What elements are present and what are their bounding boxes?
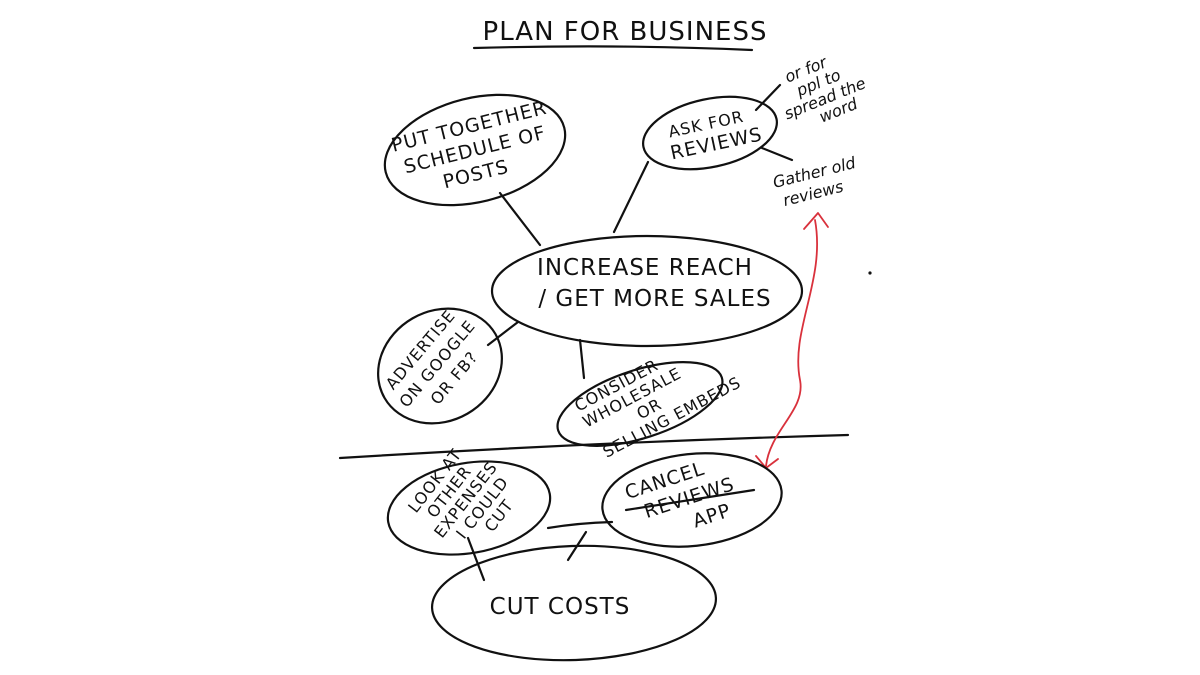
connector-reviews-to-spread-note bbox=[754, 83, 782, 112]
node-wholesale-oval bbox=[556, 361, 724, 447]
note-gather-reviews: Gather old reviews bbox=[771, 153, 858, 210]
node-increase-reach-oval bbox=[490, 234, 804, 348]
note-spread-word: or for ppl to spread the word bbox=[781, 52, 868, 126]
node-cancel-app-oval bbox=[601, 452, 783, 548]
red-link-line bbox=[765, 219, 819, 467]
stray-dot bbox=[868, 271, 872, 275]
connector-advertise-to-reach bbox=[486, 320, 520, 347]
connector-expenses-to-cut bbox=[466, 536, 486, 582]
node-advertise-oval bbox=[377, 307, 503, 425]
title-underline bbox=[472, 45, 754, 52]
cancel-reviews-underline bbox=[624, 488, 756, 512]
node-cut-costs-label: CUT COSTS bbox=[490, 594, 631, 620]
node-increase-reach-line-2: / GET MORE SALES bbox=[538, 286, 771, 312]
node-increase-reach-line-1: INCREASE REACH bbox=[537, 255, 753, 281]
node-cut-costs-oval bbox=[430, 544, 718, 662]
red-arrowhead-top bbox=[803, 212, 829, 230]
node-schedule-posts-oval bbox=[383, 93, 567, 207]
connector-schedule-to-reach bbox=[498, 191, 542, 247]
connector-reviews-to-gather-note bbox=[760, 146, 794, 162]
section-divider bbox=[338, 433, 850, 460]
connector-stroke bbox=[546, 520, 614, 530]
connector-wholesale-to-reach bbox=[578, 338, 586, 380]
node-ask-reviews-oval bbox=[642, 95, 778, 171]
connector-reviews-to-reach bbox=[612, 160, 650, 234]
node-look-expenses-oval bbox=[386, 460, 552, 556]
page-title: PLAN FOR BUSINESS bbox=[483, 17, 768, 47]
